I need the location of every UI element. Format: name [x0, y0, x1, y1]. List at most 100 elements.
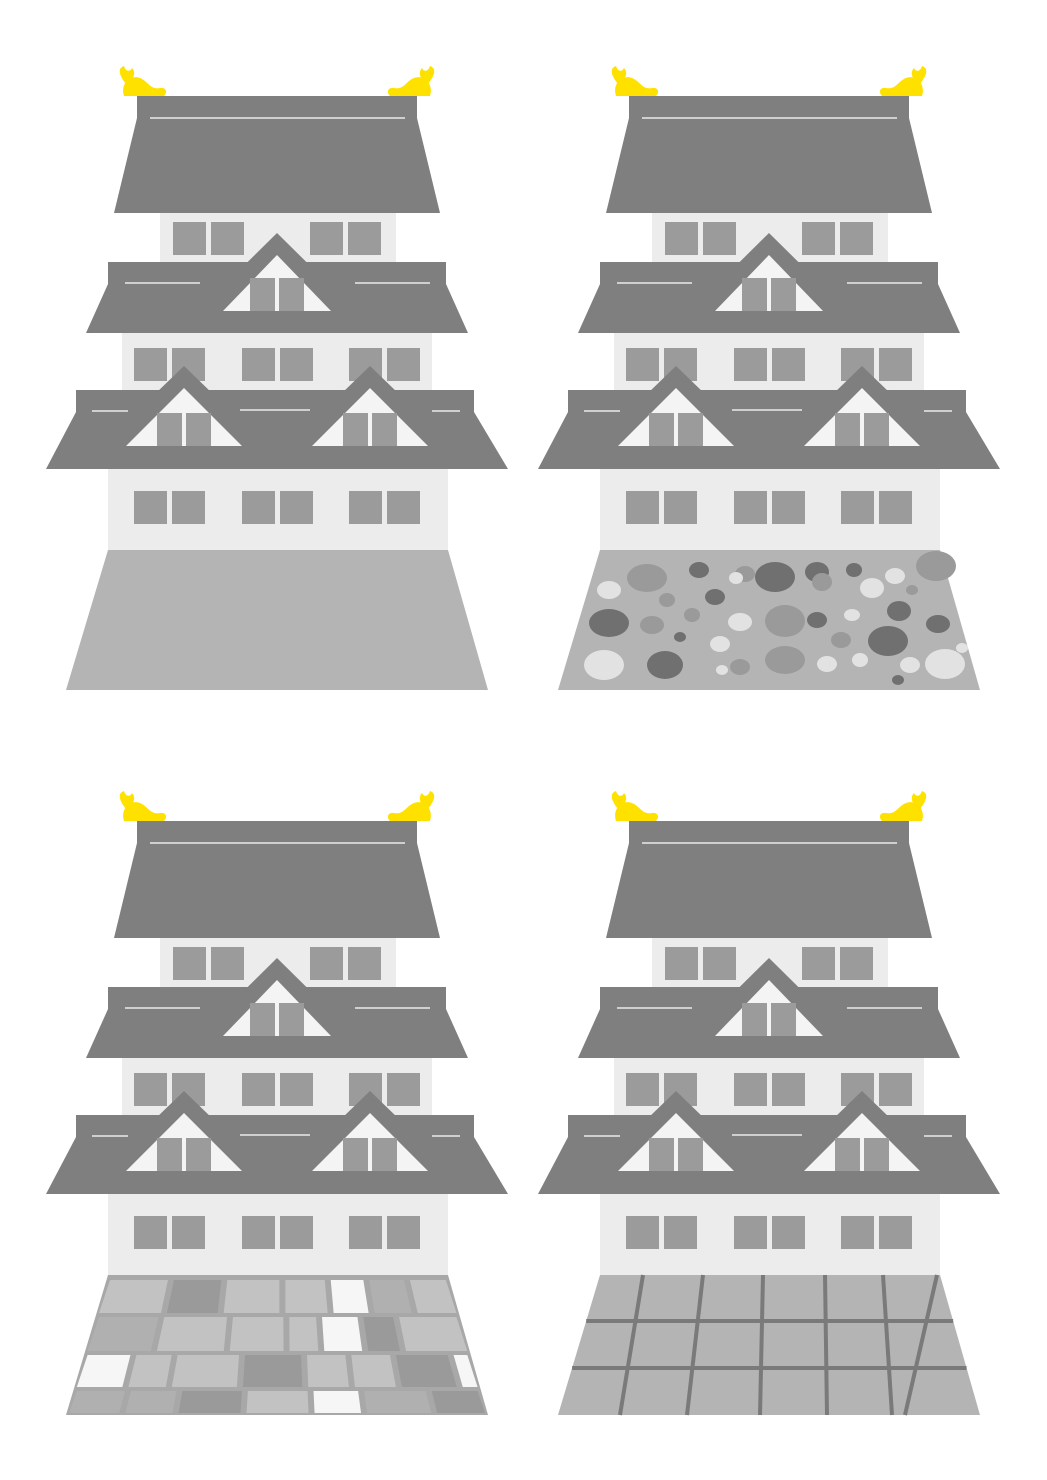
shachihoko-tail: [419, 66, 435, 84]
shachihoko-icon: [611, 791, 659, 821]
window: [664, 491, 697, 524]
window: [372, 1138, 397, 1171]
boulder: [926, 615, 950, 633]
shachihoko-tail: [419, 791, 435, 809]
shachihoko-icon: [119, 791, 167, 821]
window: [134, 348, 167, 381]
flagstone: [330, 1280, 369, 1313]
window: [734, 348, 767, 381]
boulder: [710, 636, 730, 652]
window: [665, 947, 698, 980]
window: [211, 947, 244, 980]
shachihoko-body: [387, 802, 431, 821]
window: [242, 348, 275, 381]
main-roof-ridge: [629, 821, 909, 845]
window: [250, 1003, 275, 1036]
boulder: [659, 593, 675, 607]
window: [387, 348, 420, 381]
window: [134, 1073, 167, 1106]
window: [280, 348, 313, 381]
window: [343, 413, 368, 446]
flagstone: [156, 1317, 227, 1351]
boulder: [584, 650, 624, 680]
shachihoko-body: [879, 77, 923, 96]
window: [250, 278, 275, 311]
window: [664, 1216, 697, 1249]
window: [626, 1216, 659, 1249]
gable-face: [312, 1113, 428, 1171]
boulder: [916, 551, 956, 581]
shachihoko-body: [123, 77, 167, 96]
flagstone: [399, 1317, 468, 1351]
window: [173, 947, 206, 980]
main-roof: [114, 843, 440, 938]
window: [771, 278, 796, 311]
flagstone: [351, 1355, 396, 1387]
boulder: [892, 675, 904, 685]
window: [734, 1073, 767, 1106]
castle-plain-base: [46, 66, 508, 690]
window: [772, 1073, 805, 1106]
flagstone: [99, 1280, 168, 1313]
grid-line: [685, 1274, 705, 1416]
shachihoko-icon: [879, 66, 927, 96]
flagstone: [128, 1355, 172, 1387]
gable-face: [804, 388, 920, 446]
boulder: [674, 632, 686, 642]
flagstone: [369, 1280, 412, 1313]
grid-line: [903, 1274, 939, 1416]
window: [879, 1073, 912, 1106]
window: [387, 491, 420, 524]
window: [280, 1073, 313, 1106]
boulder: [812, 573, 832, 591]
grid-line: [823, 1274, 829, 1416]
boulder: [900, 657, 920, 673]
grid-line: [758, 1274, 765, 1416]
boulder: [755, 562, 795, 592]
boulder: [831, 632, 851, 648]
window: [879, 491, 912, 524]
window: [835, 1138, 860, 1171]
shachihoko-tail: [611, 791, 627, 809]
boulder: [906, 585, 918, 595]
flagstone: [313, 1391, 362, 1413]
main-roof-ridge: [629, 96, 909, 120]
window: [310, 947, 343, 980]
shachihoko-tail: [911, 791, 927, 809]
window: [742, 278, 767, 311]
gable-face: [126, 388, 242, 446]
window: [841, 491, 874, 524]
window: [879, 348, 912, 381]
window: [372, 413, 397, 446]
main-roof: [606, 843, 932, 938]
window: [134, 491, 167, 524]
window: [678, 1138, 703, 1171]
flagstone: [246, 1391, 309, 1413]
flagstone: [69, 1391, 126, 1413]
boulder: [852, 653, 868, 667]
window: [211, 222, 244, 255]
window: [734, 1216, 767, 1249]
window: [665, 222, 698, 255]
boulder: [597, 581, 621, 599]
flagstone: [363, 1317, 401, 1351]
window: [186, 413, 211, 446]
grid-line: [881, 1274, 894, 1416]
window: [864, 1138, 889, 1171]
flagstone: [229, 1317, 284, 1351]
flagstone: [289, 1317, 319, 1351]
window: [280, 1216, 313, 1249]
shachihoko-icon: [119, 66, 167, 96]
boulder: [817, 656, 837, 672]
castle-flagstone-base: [46, 791, 508, 1415]
window: [626, 348, 659, 381]
window: [802, 222, 835, 255]
shachihoko-body: [615, 77, 659, 96]
window: [387, 1073, 420, 1106]
window: [348, 222, 381, 255]
flagstone: [364, 1391, 432, 1413]
main-roof: [606, 118, 932, 213]
boulder: [730, 659, 750, 675]
boulder: [860, 578, 884, 598]
flagstone: [322, 1317, 363, 1351]
